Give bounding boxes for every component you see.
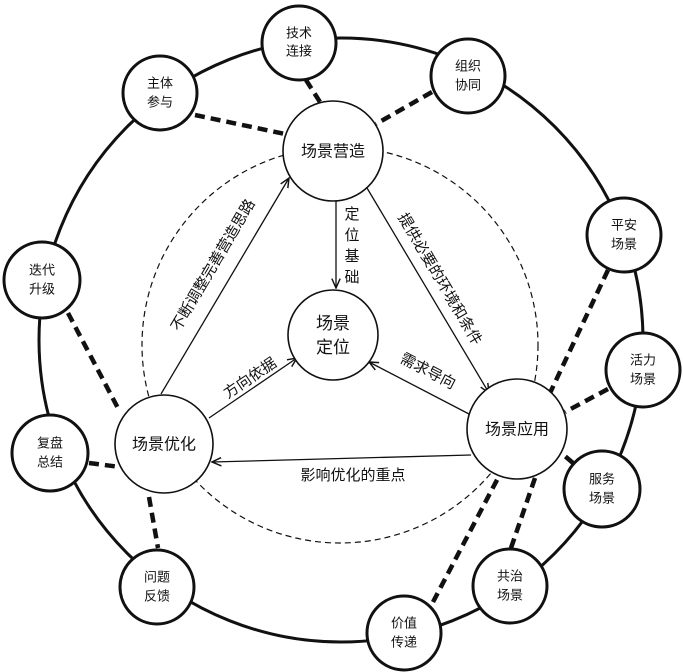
outer-node-line: 组织	[455, 60, 481, 75]
edge-label-char: 础	[344, 268, 359, 286]
link-vital-application	[563, 387, 610, 414]
link-iterate-optimization	[66, 311, 122, 414]
outer-node-subject[interactable]: 主体 参与	[121, 54, 199, 132]
core-node-label: 场景应用	[485, 420, 549, 439]
outer-node-safe[interactable]: 平安 场景	[585, 196, 663, 274]
outer-node-line: 技术	[286, 27, 312, 42]
outer-node-line: 活力	[630, 354, 656, 369]
arrow-optimization-to-creation	[160, 178, 289, 395]
edge-label-creation-to-positioning: 定 位 基 础	[344, 205, 359, 286]
edge-label-char: 定	[344, 205, 359, 223]
outer-node-value[interactable]: 价值 传递	[365, 594, 443, 672]
core-node-optimization[interactable]: 场景优化	[114, 394, 214, 494]
core-node-label: 场景优化	[132, 435, 196, 454]
core-node-application[interactable]: 场景应用	[466, 378, 568, 480]
edge-label-char: 基	[344, 247, 359, 265]
outer-links	[66, 78, 611, 604]
outer-node-line: 主体	[147, 77, 173, 92]
link-safe-application	[547, 269, 611, 394]
link-org-creation	[374, 90, 434, 126]
outer-node-line: 连接	[286, 44, 312, 60]
outer-node-line: 迭代	[29, 264, 55, 279]
center-node-line: 场景	[316, 314, 350, 334]
link-feedback-optimization	[146, 496, 161, 549]
outer-node-line: 平安	[611, 219, 637, 234]
arrow-optimization-to-positioning	[208, 358, 297, 419]
outer-node-line: 协同	[455, 79, 481, 94]
link-value-application	[431, 476, 500, 604]
outer-node-line: 服务	[589, 472, 615, 488]
link-tech-creation	[304, 78, 322, 104]
outer-node-line: 共治	[497, 570, 523, 585]
edge-label-char: 位	[344, 226, 359, 244]
arrow-application-to-positioning	[369, 362, 470, 415]
outer-node-vital[interactable]: 活力 场景	[604, 331, 682, 409]
outer-node-line: 复盘	[37, 436, 63, 452]
link-subject-creation	[194, 112, 286, 137]
outer-node-review[interactable]: 复盘 总结	[10, 413, 90, 493]
outer-node-cogov[interactable]: 共治 场景	[471, 547, 549, 625]
link-service-application	[557, 449, 575, 465]
outer-node-line: 问题	[144, 571, 170, 586]
edge-label-optimization-to-positioning: 方向依据	[220, 354, 280, 402]
outer-node-iterate[interactable]: 迭代 升级	[2, 240, 82, 320]
core-node-creation[interactable]: 场景营造	[282, 100, 384, 202]
arrow-application-to-optimization	[212, 454, 472, 462]
outer-node-line: 升级	[29, 283, 55, 298]
link-review-optimization	[88, 460, 121, 470]
outer-node-line: 场景	[497, 589, 523, 604]
core-node-label: 场景营造	[301, 142, 365, 161]
outer-node-line: 场景	[630, 373, 656, 388]
outer-node-line: 场景	[611, 238, 637, 253]
outer-node-line: 价值	[391, 616, 417, 632]
outer-node-line: 传递	[391, 636, 417, 651]
outer-node-feedback[interactable]: 问题 反馈	[118, 548, 196, 626]
edge-label-application-to-optimization: 影响优化的重点	[300, 466, 405, 484]
outer-node-line: 场景	[589, 492, 615, 507]
center-node-line: 定位	[316, 338, 350, 358]
edge-label-optimization-to-creation: 不断调整完善营造思路	[167, 196, 259, 334]
core-arrows	[160, 178, 489, 462]
outer-node-line: 反馈	[144, 590, 170, 605]
arrow-creation-to-application	[366, 187, 489, 393]
outer-node-org[interactable]: 组织 协同	[429, 37, 507, 115]
outer-node-tech[interactable]: 技术 连接	[260, 4, 338, 82]
edge-label-creation-to-application: 提供必要的环境和条件	[394, 210, 486, 348]
outer-node-line: 总结	[37, 456, 63, 471]
edge-label-application-to-positioning: 需求导向	[397, 349, 459, 393]
outer-node-line: 参与	[147, 95, 173, 111]
outer-node-service[interactable]: 服务 场景	[562, 449, 642, 529]
center-node-positioning[interactable]: 场景 定位	[287, 289, 379, 381]
link-cogov-application	[508, 477, 538, 549]
